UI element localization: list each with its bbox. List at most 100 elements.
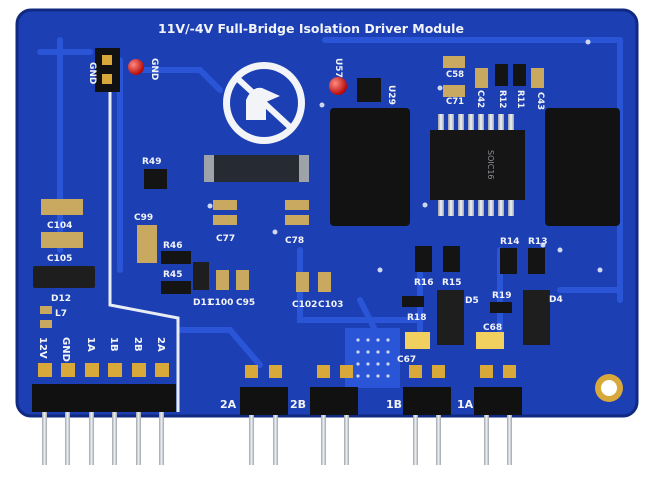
pin-label-1a: 1A xyxy=(85,337,96,352)
gnd-header-pin-1 xyxy=(102,55,112,65)
d11-diode xyxy=(193,262,209,290)
label-c42: C42 xyxy=(475,90,485,108)
out-label-2b: 2B xyxy=(290,398,306,411)
label-c71: C71 xyxy=(446,97,464,107)
label-c58: C58 xyxy=(446,70,464,80)
r11-resistor xyxy=(513,64,526,86)
out-header-2b-pads xyxy=(317,365,353,378)
out-header-2b xyxy=(310,387,358,415)
r49-resistor-array xyxy=(144,169,167,189)
c42-capacitor xyxy=(475,68,488,88)
label-r12: R12 xyxy=(497,90,507,108)
c102-capacitor xyxy=(296,272,309,292)
c78-capacitor-a xyxy=(285,200,309,210)
label-l7: L7 xyxy=(55,309,67,319)
pin-label-12v: 12V xyxy=(37,337,48,359)
board-title: 11V/-4V Full-Bridge Isolation Driver Mod… xyxy=(158,21,464,36)
label-c102: C102 xyxy=(292,300,317,310)
ground-isolation-line xyxy=(108,55,180,412)
label-r46: R46 xyxy=(163,241,182,251)
label-d4: D4 xyxy=(549,295,563,305)
copper-pad-area xyxy=(345,328,400,388)
label-c100: C100 xyxy=(208,298,233,308)
c100-capacitor xyxy=(216,270,229,290)
d5-diode xyxy=(437,290,464,345)
out-header-2a-pads xyxy=(245,365,282,378)
out-header-2b-pins xyxy=(321,413,349,465)
label-c95: C95 xyxy=(236,298,255,308)
gnd-header xyxy=(95,48,120,92)
r46-resistor xyxy=(161,251,191,264)
d4-diode xyxy=(523,290,550,345)
c103-capacitor xyxy=(318,272,331,292)
r45-resistor xyxy=(161,281,191,294)
label-c99: C99 xyxy=(134,213,153,223)
label-c67: C67 xyxy=(397,355,416,365)
shunt-resistor-end-left xyxy=(204,155,214,182)
label-u57: U57 xyxy=(333,58,343,78)
out-header-1b-pins xyxy=(413,413,441,465)
label-r14: R14 xyxy=(500,237,519,247)
label-c43: C43 xyxy=(535,92,545,110)
pin-label-2b: 2B xyxy=(132,337,143,352)
l7-inductor-b xyxy=(40,320,52,328)
label-c104: C104 xyxy=(47,221,72,231)
label-r19: R19 xyxy=(492,291,511,301)
c71-capacitor xyxy=(443,85,465,97)
shunt-resistor xyxy=(204,155,309,182)
c104-capacitor xyxy=(41,199,83,215)
u57-led xyxy=(329,77,347,95)
c67-capacitor xyxy=(405,332,430,349)
soic16-chip xyxy=(430,130,525,200)
label-c103: C103 xyxy=(318,300,343,310)
c78-capacitor-b xyxy=(285,215,309,225)
out-header-1b xyxy=(403,387,451,415)
via-grid xyxy=(356,338,390,378)
label-c105: C105 xyxy=(47,254,72,264)
c95-capacitor xyxy=(236,270,249,290)
label-r16: R16 xyxy=(414,278,433,288)
label-c68: C68 xyxy=(483,323,502,333)
pin-label-1b: 1B xyxy=(108,337,119,352)
out-label-1a: 1A xyxy=(457,398,474,411)
soic16-pins-top xyxy=(438,114,514,132)
label-c78: C78 xyxy=(285,236,304,246)
r18-resistor xyxy=(402,296,424,307)
r15-resistor xyxy=(443,246,460,272)
r12-resistor xyxy=(495,64,508,86)
c99-capacitor xyxy=(137,225,157,263)
label-r18: R18 xyxy=(407,313,426,323)
c105-capacitor xyxy=(41,232,83,248)
c68-capacitor xyxy=(476,332,504,349)
label-c77: C77 xyxy=(216,234,235,244)
c43-capacitor xyxy=(531,68,544,88)
c77-capacitor-a xyxy=(213,200,237,210)
gnd-test-point xyxy=(128,59,144,75)
pin-label-gnd: GND xyxy=(60,337,71,362)
gnd-label-left: GND xyxy=(87,62,97,84)
shunt-resistor-end-right xyxy=(299,155,309,182)
gnd-header-pin-2 xyxy=(102,74,112,84)
label-d5: D5 xyxy=(465,296,479,306)
pin-label-2a: 2A xyxy=(155,337,166,352)
out-label-1b: 1B xyxy=(386,398,402,411)
out-header-1b-pads xyxy=(409,365,445,378)
esd-warning-icon xyxy=(223,62,305,144)
out-header-1a-pads xyxy=(480,365,516,378)
label-r11: R11 xyxy=(515,90,525,108)
pcb-board xyxy=(17,10,637,416)
label-r49: R49 xyxy=(142,157,161,167)
l7-inductor xyxy=(40,306,52,314)
out-header-1a-pins xyxy=(484,413,512,465)
input-header xyxy=(32,384,176,412)
label-r45: R45 xyxy=(163,270,182,280)
out-header-2a-pins xyxy=(249,413,278,465)
input-header-pads xyxy=(38,363,169,377)
pcb-board-edge xyxy=(15,8,639,418)
gnd-label-right: GND xyxy=(149,58,159,80)
r19-resistor xyxy=(490,302,512,313)
out-label-2a: 2A xyxy=(220,398,237,411)
r16-resistor xyxy=(415,246,432,272)
d12-diode xyxy=(33,266,95,288)
